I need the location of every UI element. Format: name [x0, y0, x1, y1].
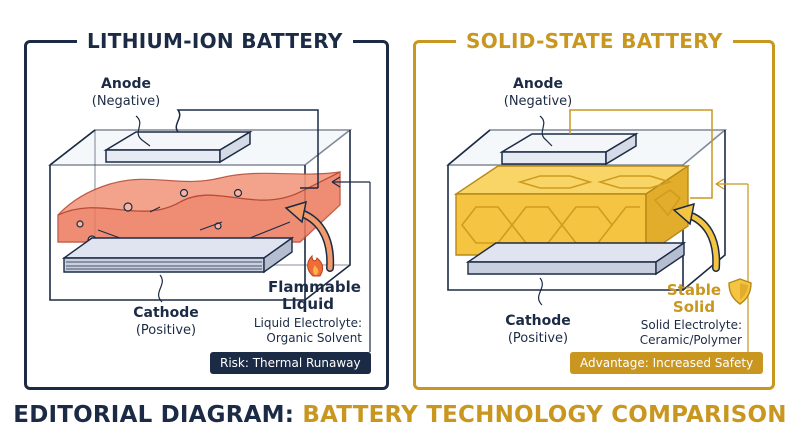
flammable-liquid-callout: Flammable Liquid	[268, 278, 361, 313]
solid-state-panel: SOLID-STATE BATTERY	[413, 28, 775, 390]
lithium-ion-anode-label: Anode (Negative)	[91, 76, 161, 109]
flame-icon	[307, 254, 324, 277]
shield-icon	[728, 278, 752, 305]
footer-part1: EDITORIAL DIAGRAM:	[13, 402, 295, 428]
lithium-ion-cathode-plate	[61, 236, 295, 274]
solid-state-anode-plate	[499, 132, 639, 166]
solid-state-cathode-plate	[465, 241, 687, 276]
solid-electrolyte	[453, 164, 691, 257]
advantage-badge: Advantage: Increased Safety	[570, 352, 764, 374]
diagram-footer-title: EDITORIAL DIAGRAM: BATTERY TECHNOLOGY CO…	[0, 402, 800, 428]
footer-part2: BATTERY TECHNOLOGY COMPARISON	[294, 402, 787, 428]
lithium-ion-cathode-label: Cathode (Positive)	[133, 305, 199, 338]
solid-state-cathode-label: Cathode (Positive)	[505, 313, 571, 346]
solid-state-cell	[445, 109, 752, 352]
stable-solid-callout: Stable Solid	[666, 281, 722, 316]
risk-badge: Risk: Thermal Runaway	[210, 352, 371, 374]
solid-state-electrolyte-desc: Solid Electrolyte: Ceramic/Polymer	[639, 318, 742, 347]
lithium-ion-anode-plate	[103, 130, 253, 164]
lithium-ion-cell	[47, 109, 371, 352]
lithium-ion-title: LITHIUM-ION BATTERY	[77, 28, 353, 54]
liquid-electrolyte	[57, 170, 341, 247]
lithium-ion-panel: LITHIUM-ION BATTERY	[24, 28, 389, 390]
solid-state-anode-label: Anode (Negative)	[503, 76, 573, 109]
lithium-ion-electrolyte-desc: Liquid Electrolyte: Organic Solvent	[253, 316, 362, 345]
solid-state-title: SOLID-STATE BATTERY	[456, 28, 733, 54]
